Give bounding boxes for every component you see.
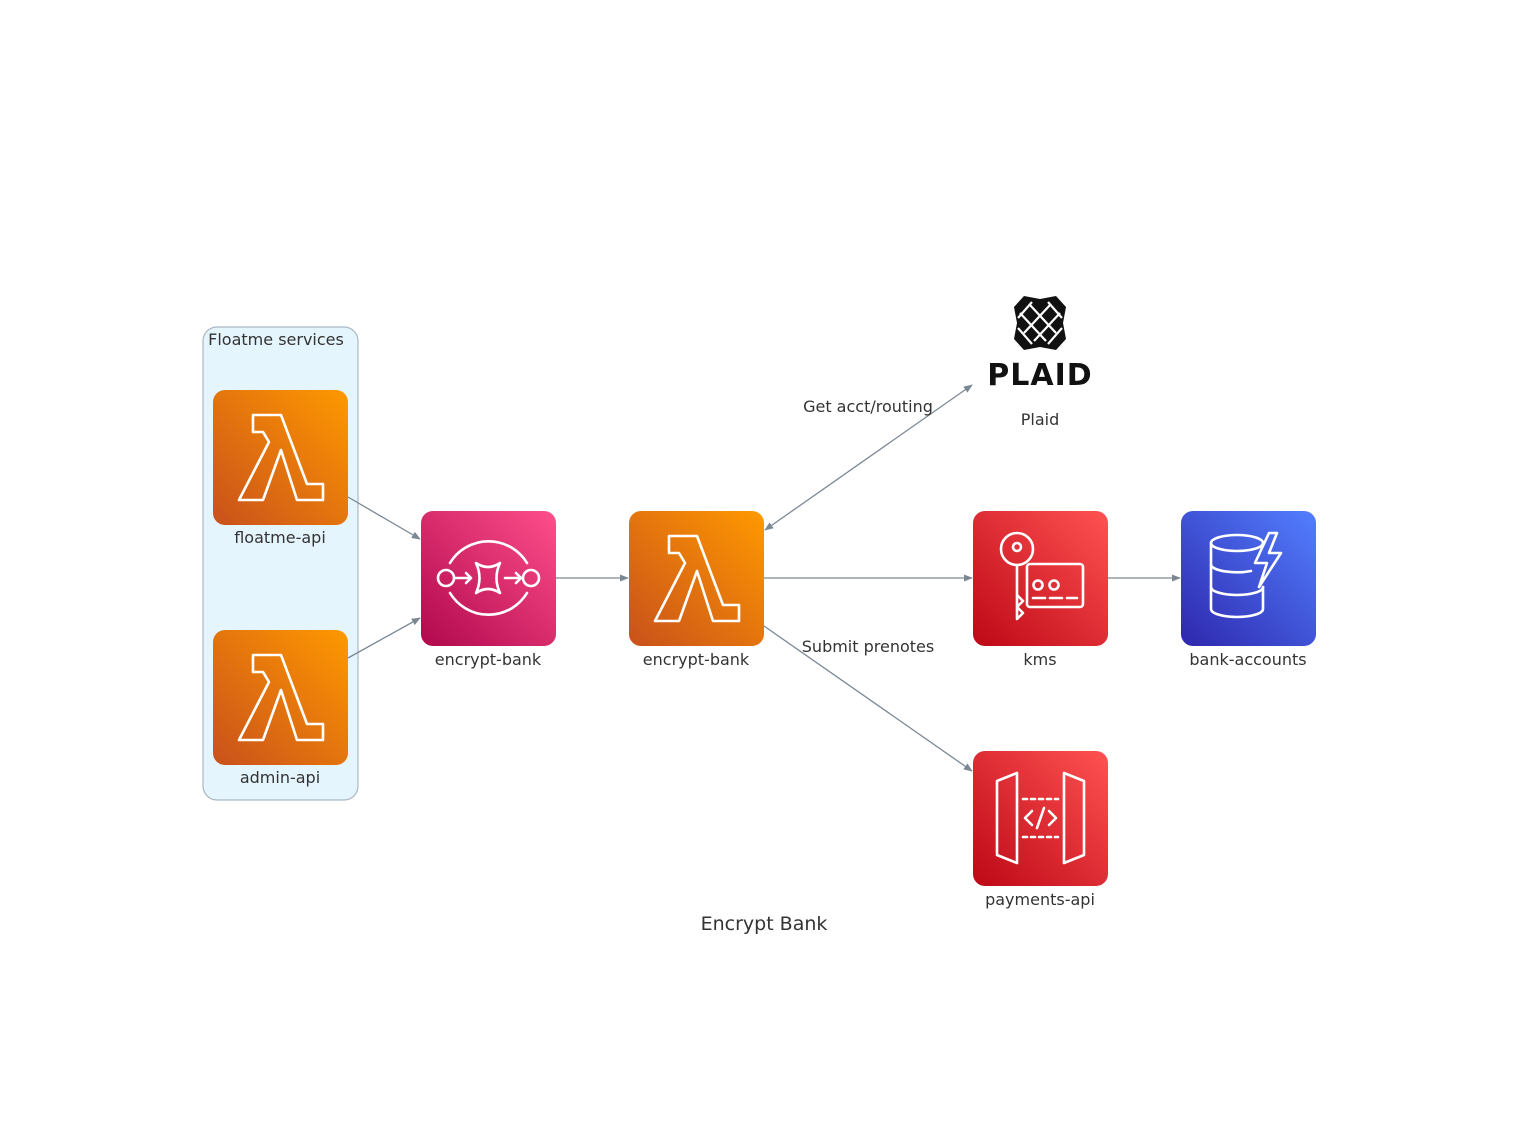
aws-lambda-icon bbox=[213, 390, 348, 525]
node-encrypt-bank-queue[interactable]: encrypt-bank bbox=[421, 511, 556, 669]
aws-lambda-icon bbox=[213, 630, 348, 765]
node-label: bank-accounts bbox=[1189, 650, 1306, 669]
node-kms[interactable]: kms bbox=[973, 511, 1108, 669]
edge-admin-api-to-queue bbox=[347, 617, 421, 659]
node-label: encrypt-bank bbox=[643, 650, 750, 669]
node-encrypt-bank-lambda[interactable]: encrypt-bank bbox=[629, 511, 764, 669]
node-plaid[interactable]: PLAID Plaid bbox=[987, 296, 1092, 429]
plaid-logo: PLAID bbox=[987, 296, 1092, 393]
edge-floatme-api-to-queue bbox=[347, 496, 421, 540]
edges: Get acct/routing Submit prenotes bbox=[347, 384, 1181, 772]
node-label: encrypt-bank bbox=[435, 650, 542, 669]
aws-api-gateway-icon bbox=[973, 751, 1108, 886]
edge-lambda-plaid bbox=[764, 384, 973, 531]
cluster-label: Floatme services bbox=[208, 330, 344, 349]
node-label: kms bbox=[1023, 650, 1056, 669]
aws-lambda-icon bbox=[629, 511, 764, 646]
edge-label-submit-prenotes: Submit prenotes bbox=[802, 637, 934, 656]
plaid-wordmark: PLAID bbox=[987, 358, 1092, 393]
node-bank-accounts[interactable]: bank-accounts bbox=[1181, 511, 1316, 669]
node-label: admin-api bbox=[240, 768, 320, 787]
aws-dynamodb-icon bbox=[1181, 511, 1316, 646]
aws-sqs-icon bbox=[421, 511, 556, 646]
node-label: Plaid bbox=[1021, 410, 1060, 429]
node-payments-api[interactable]: payments-api bbox=[973, 751, 1108, 909]
edge-label-get-acct-routing: Get acct/routing bbox=[803, 397, 933, 416]
diagram-title: Encrypt Bank bbox=[701, 913, 828, 935]
aws-kms-icon bbox=[973, 511, 1108, 646]
node-label: payments-api bbox=[985, 890, 1095, 909]
node-floatme-api[interactable]: floatme-api bbox=[213, 390, 348, 547]
node-label: floatme-api bbox=[234, 528, 326, 547]
edge-lambda-to-payments-api bbox=[763, 625, 973, 772]
node-admin-api[interactable]: admin-api bbox=[213, 630, 348, 787]
